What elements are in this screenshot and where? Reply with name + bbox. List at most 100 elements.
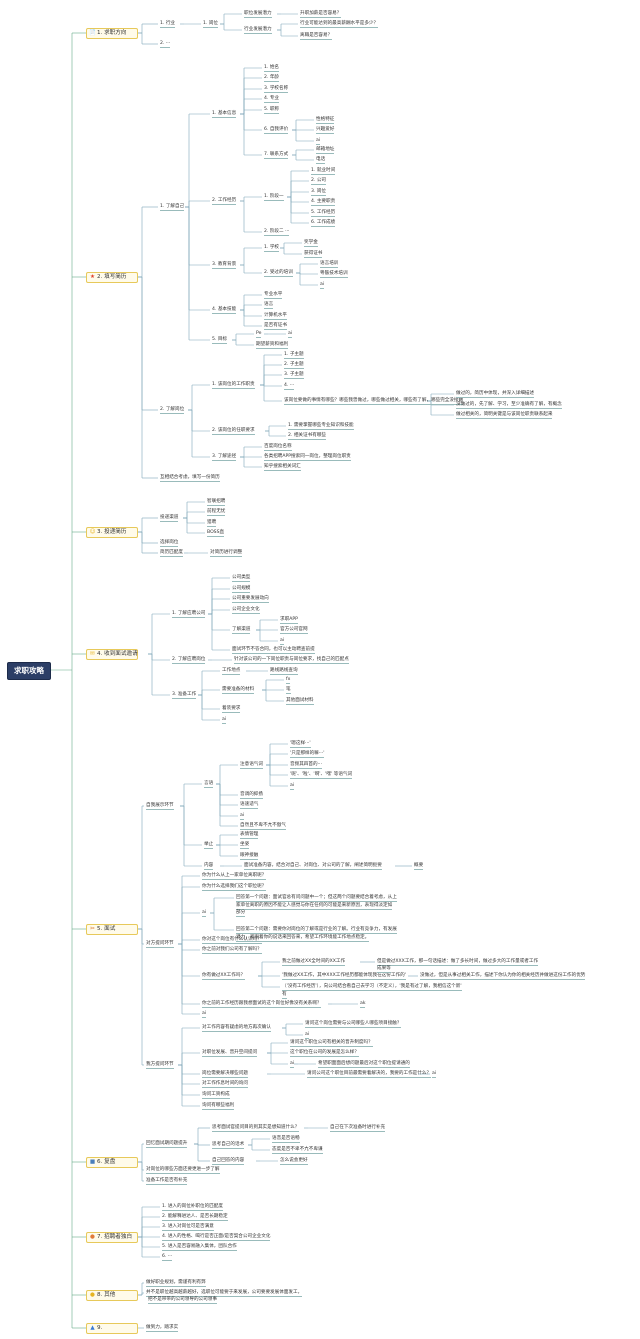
node-label[interactable]: 面试环节不答合同，也可以主动聘查前提: [232, 647, 315, 654]
node-label[interactable]: 2. 该岗位的任职要求: [212, 428, 255, 435]
node-label[interactable]: 着装要求: [222, 706, 241, 713]
node-label[interactable]: 计算机水平: [264, 313, 287, 320]
node-label[interactable]: 4. 主要职责: [311, 199, 336, 206]
node-label[interactable]: 做过的，简历中体现，并深入详细描述: [456, 391, 535, 398]
node-label[interactable]: 对工作内容有疑虑的地方再次确认: [202, 1025, 271, 1032]
node-label[interactable]: 百度岗位名称: [264, 444, 292, 451]
node-label[interactable]: 做过相关的，简明关键是与该岗位职责联系起来: [456, 412, 553, 419]
node-label[interactable]: 6. 工作成绩: [311, 220, 336, 227]
node-label[interactable]: 你之前的工作经历跟我想面试的这个岗位好像没有关系啊？: [202, 1001, 322, 1008]
node-label[interactable]: 你为什么选择我们这个职位呢？: [202, 884, 267, 891]
node-label[interactable]: 4. 基本技能: [212, 307, 237, 314]
node-label[interactable]: 3. 教育背景: [212, 262, 237, 269]
node-label[interactable]: 2. 公司: [311, 178, 327, 185]
node-label[interactable]: 2. 能解释进达人、是否长期稳定: [162, 1214, 228, 1221]
node-label[interactable]: 你有做过XX工作吗？: [202, 973, 246, 980]
node-label[interactable]: 自然且不卑不亢不傲气: [240, 823, 286, 830]
node-label[interactable]: 猎聘: [207, 520, 217, 527]
node-label[interactable]: 语速适气: [240, 802, 259, 809]
node-label[interactable]: 对简历进行调整: [210, 550, 243, 557]
node-label[interactable]: 投递渠道: [160, 515, 179, 522]
node-label[interactable]: 性格特征: [316, 117, 335, 124]
node-label[interactable]: ai: [240, 813, 245, 820]
node-label[interactable]: 其他面试材料: [286, 698, 314, 705]
node-label[interactable]: 询问有哪些福利: [202, 1103, 235, 1110]
node-label[interactable]: 3. 了解途径: [212, 454, 237, 461]
node-label[interactable]: 兴趣爱好: [316, 127, 335, 134]
node-label[interactable]: 需要准备的材料: [222, 687, 255, 694]
node-label[interactable]: ai: [316, 138, 321, 145]
node-label[interactable]: Pe: [256, 331, 262, 338]
node-label[interactable]: 1. 需要掌握哪些专业知识和技能: [288, 423, 354, 430]
node-label[interactable]: 5. 工作经历: [311, 210, 336, 217]
node-label[interactable]: ai: [202, 910, 207, 917]
node-label[interactable]: 5. 目标: [212, 337, 228, 344]
branch-2[interactable]: ★2. 填写简历: [86, 272, 138, 283]
node-label[interactable]: 对方提问环节: [146, 941, 174, 948]
node-label[interactable]: ai: [305, 1032, 310, 1039]
node-label[interactable]: 回答第一个问题：面试官总有问问题中一个；但这两个问题要结合着考虑，从上: [236, 895, 397, 902]
node-label[interactable]: ai: [320, 282, 325, 289]
node-label[interactable]: 2. ···: [160, 41, 171, 48]
node-label[interactable]: 3. 准备工作: [172, 692, 197, 699]
node-label[interactable]: 2. 阶段二 ···: [264, 229, 290, 236]
node-label[interactable]: 这个职位在公司的发展是怎么样？: [290, 1050, 359, 1057]
node-label[interactable]: 3. 子主题: [284, 372, 304, 379]
node-label[interactable]: 简历匹配度: [160, 550, 183, 557]
node-label[interactable]: 2. 相关证书有哪些: [288, 433, 327, 440]
node-label[interactable]: 自己回答的内容: [212, 1158, 245, 1165]
node-label[interactable]: 音调的抑扬: [240, 792, 263, 799]
node-label[interactable]: 期望薪资和福利: [256, 342, 289, 349]
node-label[interactable]: 3. 学校名称: [264, 86, 289, 93]
branch-1[interactable]: 📄1. 求职方向: [86, 28, 138, 39]
node-label[interactable]: 粤骸技术培训: [320, 271, 348, 278]
node-label[interactable]: 你对这个岗位有什么认识吗？: [202, 937, 262, 944]
node-label[interactable]: 眼神接触: [240, 853, 259, 860]
node-label[interactable]: 升职加薪是否容易？: [300, 11, 342, 18]
node-label[interactable]: 面试准备内容，结合对自己、对岗位、对公司的了解，阐述简明扼要: [244, 863, 382, 870]
node-label[interactable]: 回忆面试期问题提升: [146, 1141, 188, 1148]
node-label[interactable]: 公司规模: [232, 586, 251, 593]
node-label[interactable]: 内容: [204, 863, 214, 870]
node-label[interactable]: 询问工资构成: [202, 1092, 230, 1099]
node-label[interactable]: '我做过XX工作，其中XXX工作经历都能体现我在这份工作的': [282, 973, 406, 980]
node-label[interactable]: 并不是职位越高越薪越好，选职位可能要于来发展，公司要要发展体面发工，: [146, 1290, 303, 1297]
node-label[interactable]: 注意语气词: [240, 762, 263, 769]
branch-9[interactable]: ▲9.: [86, 1323, 138, 1334]
node-label[interactable]: 希望职面面后想问题最后对这个职位提请通的: [318, 1061, 410, 1068]
node-label[interactable]: 2. 年龄: [264, 75, 280, 82]
node-label[interactable]: 专业水平: [264, 292, 283, 299]
node-label[interactable]: 笔: [286, 687, 291, 694]
node-label[interactable]: 没做过的，先了解、学习，至少准确有了解，有概念: [456, 402, 562, 409]
node-label[interactable]: 电话: [316, 157, 326, 164]
node-label[interactable]: 1. 学校: [264, 245, 280, 252]
node-label[interactable]: 5. 职称: [264, 107, 280, 114]
node-label[interactable]: 对工作作息时间的询问: [202, 1081, 248, 1088]
node-label[interactable]: 请问这个岗位需要与公司哪些人哪些项目接触？: [305, 1021, 402, 1028]
node-label[interactable]: ai: [202, 1011, 207, 1018]
node-label[interactable]: 1. 就业时间: [311, 168, 336, 175]
node-label[interactable]: 奖学金: [304, 240, 318, 247]
node-label[interactable]: 语言培训: [320, 261, 339, 268]
node-label[interactable]: 前程无忧: [207, 509, 226, 516]
node-label[interactable]: 选择岗位: [160, 540, 179, 547]
node-label[interactable]: 职位发展潜力: [244, 11, 272, 18]
node-label[interactable]: 2. 子主题: [284, 362, 304, 369]
node-label[interactable]: ai: [290, 783, 295, 790]
node-label[interactable]: 1. 姓名: [264, 65, 280, 72]
node-label[interactable]: 各类招聘APP搜索同一岗位，整理岗位职责: [264, 454, 351, 461]
node-label[interactable]: 我之前做过XX全时间的XX工作: [282, 959, 346, 966]
node-label[interactable]: 6. ···: [162, 1254, 173, 1261]
node-label[interactable]: 但是做过XXX工作，那一句话描述：做了多长时间，做过多大的工作量或者工作: [377, 959, 539, 966]
node-label[interactable]: 请问这个职位公司有相关的晋升制度吗？: [290, 1040, 373, 1047]
node-label[interactable]: 路线路线查询: [270, 668, 298, 675]
node-label[interactable]: 对岗位的哪些方面还要更进一步了解: [146, 1167, 220, 1174]
node-label[interactable]: BOSS直: [207, 530, 225, 537]
node-label[interactable]: 1. 岗位: [203, 21, 219, 28]
node-label[interactable]: 7. 联系方式: [264, 152, 289, 159]
node-label[interactable]: 你之前对我们公司有了解吗？: [202, 947, 262, 954]
node-label[interactable]: '只是那样的嘛···': [290, 751, 325, 758]
node-label[interactable]: 对职位发展、晋升空间提问: [202, 1050, 258, 1057]
node-label[interactable]: 该岗位要做的事情有哪些？哪些我曾做过，哪些做过相关，哪些有了解，哪些完全没接触: [284, 398, 464, 405]
node-label[interactable]: 潜力，紧跟着你的说话来回答来，希望工作环境能工作地点稳定。: [236, 935, 370, 942]
